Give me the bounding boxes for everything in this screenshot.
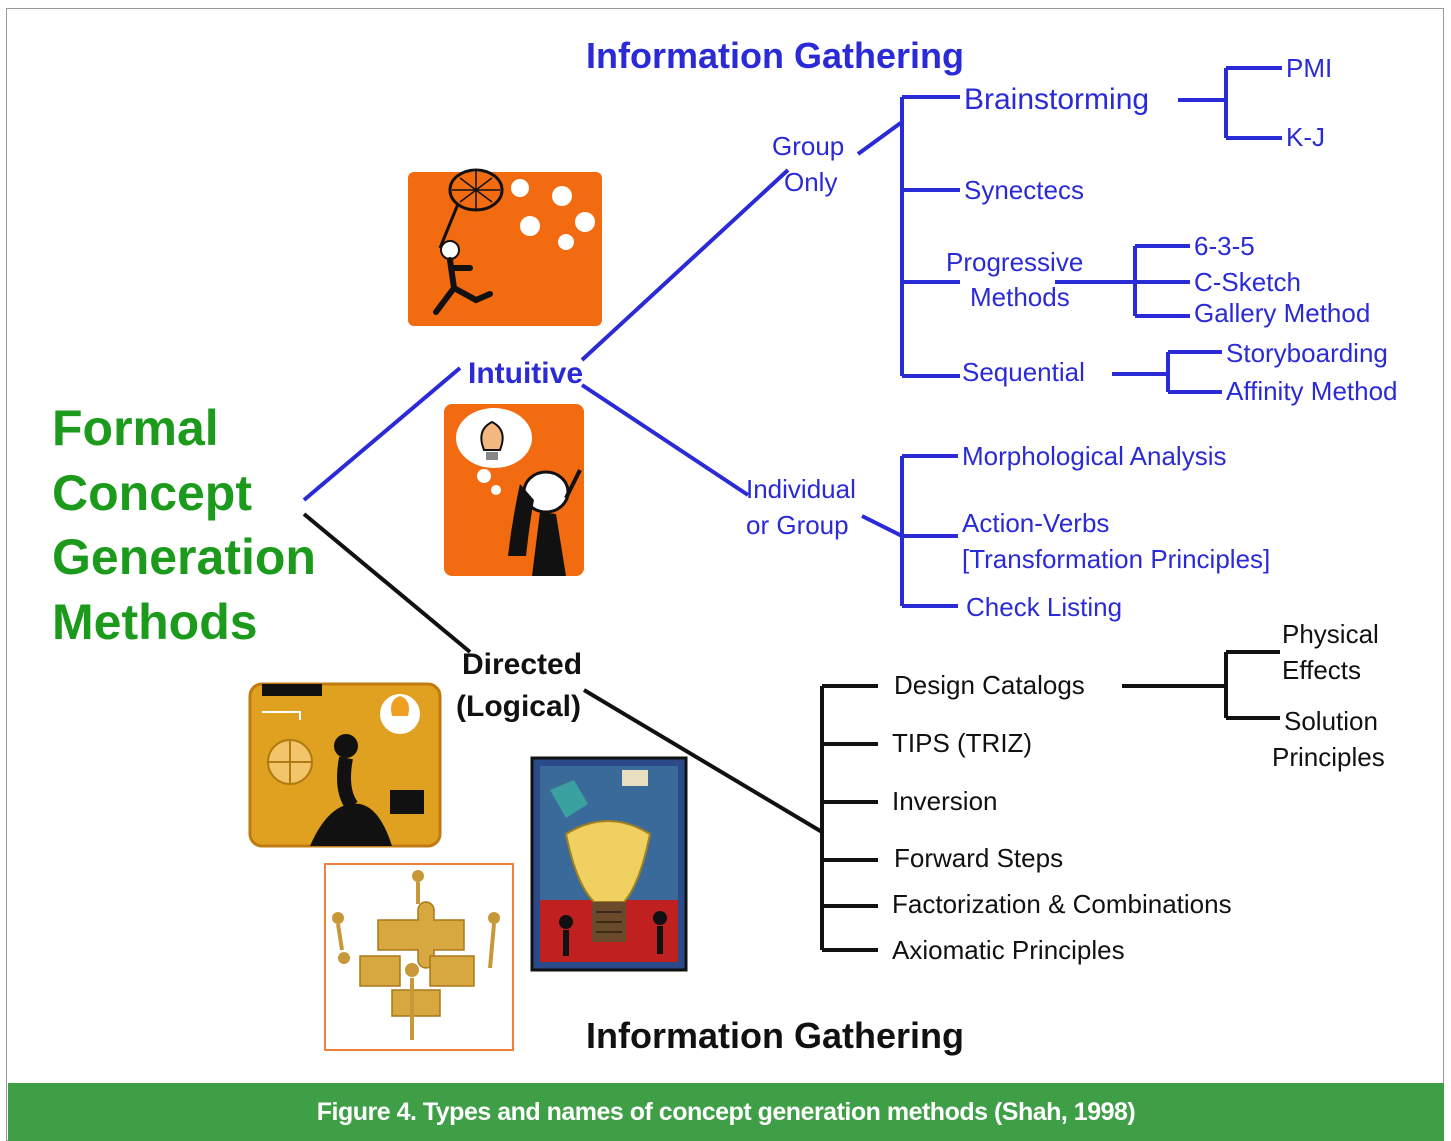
solution-principles-node: Principles: [1272, 742, 1385, 772]
brainstorming-node: Brainstorming: [964, 83, 1149, 116]
lightbulb-painting-icon: [530, 756, 688, 972]
check-listing-node: Check Listing: [966, 592, 1122, 622]
design-catalogs-node: Design Catalogs: [894, 670, 1085, 700]
kj-node: K-J: [1286, 122, 1325, 152]
inversion-node: Inversion: [892, 786, 998, 816]
storyboarding-node: Storyboarding: [1226, 338, 1388, 368]
morphological-analysis-node: Morphological Analysis: [962, 441, 1226, 471]
businessman-idea-icon: [248, 682, 442, 848]
action-verbs-node: Action-Verbs: [962, 508, 1109, 538]
figure-caption-bar: Figure 4. Types and names of concept gen…: [8, 1083, 1444, 1141]
c-sketch-node: C-Sketch: [1194, 267, 1301, 297]
physical-effects-node: Physical: [1282, 619, 1379, 649]
progressive-methods-node: Methods: [970, 282, 1070, 312]
puzzle-people-icon: [324, 863, 514, 1051]
directed-connectors: [302, 512, 1280, 952]
pmi-node: PMI: [1286, 53, 1332, 83]
intuitive-label: Intuitive: [468, 357, 583, 390]
thinking-lightbulb-icon: [444, 404, 584, 576]
tips-triz-node: TIPS (TRIZ): [892, 728, 1032, 758]
sequential-node: Sequential: [962, 357, 1085, 387]
bottom-heading: Information Gathering: [586, 1015, 964, 1056]
progressive-methods-node: Progressive: [946, 247, 1083, 277]
factorization-combinations-node: Factorization & Combinations: [892, 889, 1232, 919]
figure-frame: [6, 8, 1444, 1141]
directed-label: (Logical): [456, 690, 581, 723]
root-title-line: Generation: [52, 529, 316, 585]
figure-caption: Figure 4. Types and names of concept gen…: [316, 1097, 1136, 1126]
root-title: Formal Concept Generation Methods: [52, 400, 316, 650]
solution-principles-node: Solution: [1284, 706, 1378, 736]
affinity-method-node: Affinity Method: [1226, 376, 1398, 406]
forward-steps-node: Forward Steps: [894, 843, 1063, 873]
top-heading: Information Gathering: [586, 35, 964, 76]
six-three-five-node: 6-3-5: [1194, 231, 1255, 261]
individual-or-group-label: or Group: [746, 510, 849, 540]
individual-or-group-label: Individual: [746, 474, 856, 504]
gallery-method-node: Gallery Method: [1194, 298, 1370, 328]
intuitive-connectors: [302, 66, 1282, 608]
root-title-line: Methods: [52, 594, 258, 650]
butterfly-net-idea-icon: [408, 168, 602, 326]
root-title-line: Formal: [52, 400, 219, 456]
axiomatic-principles-node: Axiomatic Principles: [892, 935, 1125, 965]
directed-label: Directed: [462, 648, 582, 681]
root-title-line: Concept: [52, 465, 252, 521]
synectecs-node: Synectecs: [964, 175, 1084, 205]
transformation-principles-node: [Transformation Principles]: [962, 544, 1270, 574]
group-only-label: Group: [772, 131, 844, 161]
physical-effects-node: Effects: [1282, 655, 1361, 685]
group-only-label: Only: [784, 167, 837, 197]
